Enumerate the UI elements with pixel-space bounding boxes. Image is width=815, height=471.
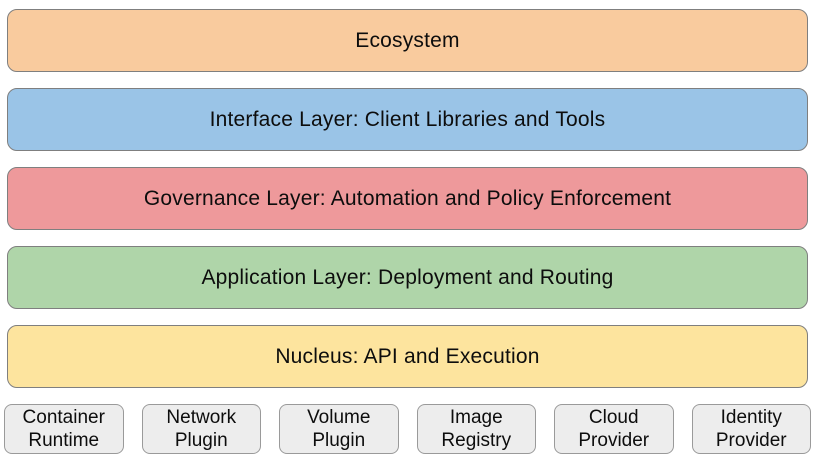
provider-container-runtime: Container Runtime [4,404,124,454]
provider-cloud-provider: Cloud Provider [554,404,674,454]
provider-identity-provider: Identity Provider [691,404,811,454]
provider-image-registry: Image Registry [416,404,536,454]
layer-ecosystem: Ecosystem [7,9,808,72]
provider-volume-plugin: Volume Plugin [279,404,399,454]
layer-governance-label: Governance Layer: Automation and Policy … [143,186,672,210]
layer-application-label: Application Layer: Deployment and Routin… [201,265,614,289]
layer-governance: Governance Layer: Automation and Policy … [7,167,808,230]
layer-ecosystem-label: Ecosystem [355,28,460,52]
layer-interface-label: Interface Layer: Client Libraries and To… [209,107,606,131]
provider-network-plugin: Network Plugin [141,404,261,454]
layer-nucleus: Nucleus: API and Execution [7,325,808,388]
layer-interface: Interface Layer: Client Libraries and To… [7,88,808,151]
provider-network-plugin-label: Network Plugin [166,407,237,451]
provider-identity-provider-label: Identity Provider [715,407,787,451]
layer-nucleus-label: Nucleus: API and Execution [275,344,540,368]
provider-row: Container Runtime Network Plugin Volume … [4,404,811,454]
provider-container-runtime-label: Container Runtime [22,407,105,451]
provider-image-registry-label: Image Registry [441,407,512,451]
provider-volume-plugin-label: Volume Plugin [307,407,371,451]
layer-application: Application Layer: Deployment and Routin… [7,246,808,309]
provider-cloud-provider-label: Cloud Provider [578,407,650,451]
